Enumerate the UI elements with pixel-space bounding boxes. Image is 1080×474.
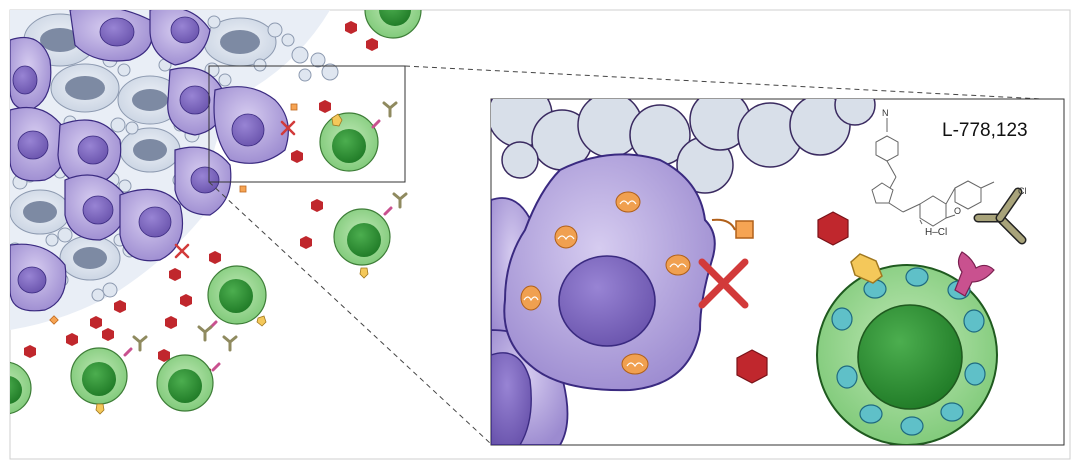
t-cell: [364, 10, 422, 39]
red-hexagon-group: [24, 21, 378, 379]
tumor-microenvironment-overview: [10, 10, 422, 415]
compound-name-label: L-778,123: [942, 120, 1028, 141]
chlorine-label: Cl: [1018, 186, 1027, 196]
mitochondrion-icon: [615, 191, 641, 213]
t-cell: [333, 208, 391, 266]
x-mark-icon: [698, 258, 749, 309]
ligand-tether: [711, 218, 736, 231]
t-cell: [207, 265, 267, 325]
mitochondrion-icon: [621, 353, 649, 375]
antibody-icon: [973, 187, 1027, 245]
red-hexagon-molecule-icon: [736, 349, 768, 384]
chemical-structure-icon: [871, 118, 995, 227]
yellow-pentagon-ligand-icon: [850, 253, 883, 284]
zoomed-vesicle-group: [491, 99, 876, 194]
zoomed-t-cell: [816, 264, 998, 445]
red-hexagon-molecule-icon: [817, 211, 849, 246]
zoom-connector-bottom: [208, 181, 492, 445]
orange-square-ligand-icon: [735, 220, 754, 239]
salt-label: H–Cl: [925, 227, 948, 238]
t-cell: [70, 347, 128, 405]
mitochondrion-icon: [520, 285, 542, 311]
t-cell-group-left: [10, 10, 422, 415]
zoom-connector-top: [404, 65, 1063, 101]
t-cell: [319, 112, 379, 172]
receptor-antibody-group-left: [123, 101, 408, 372]
pink-receptor-icon: [954, 251, 995, 297]
orange-ligand-group: [49, 103, 298, 325]
mitochondrion-icon: [665, 254, 691, 276]
t-cell: [10, 361, 32, 415]
x-mark-small-group: [174, 120, 296, 259]
zoom-region-box: [208, 65, 406, 183]
zoomed-nucleus-bottom: [491, 352, 532, 445]
nitrogen-label: N: [882, 108, 889, 118]
yellow-ligand-group: [95, 113, 369, 415]
mitochondrion-icon: [554, 225, 578, 249]
t-cell: [156, 354, 214, 412]
t-cell-mitochondria-group: [831, 267, 986, 436]
mitochondria-group: [520, 191, 691, 375]
oxygen-label: O: [954, 206, 962, 216]
zoomed-synapse-view: [491, 99, 1027, 445]
tumor-nucleus-group: [12, 16, 265, 294]
zoomed-tumor-nucleus: [558, 255, 656, 347]
